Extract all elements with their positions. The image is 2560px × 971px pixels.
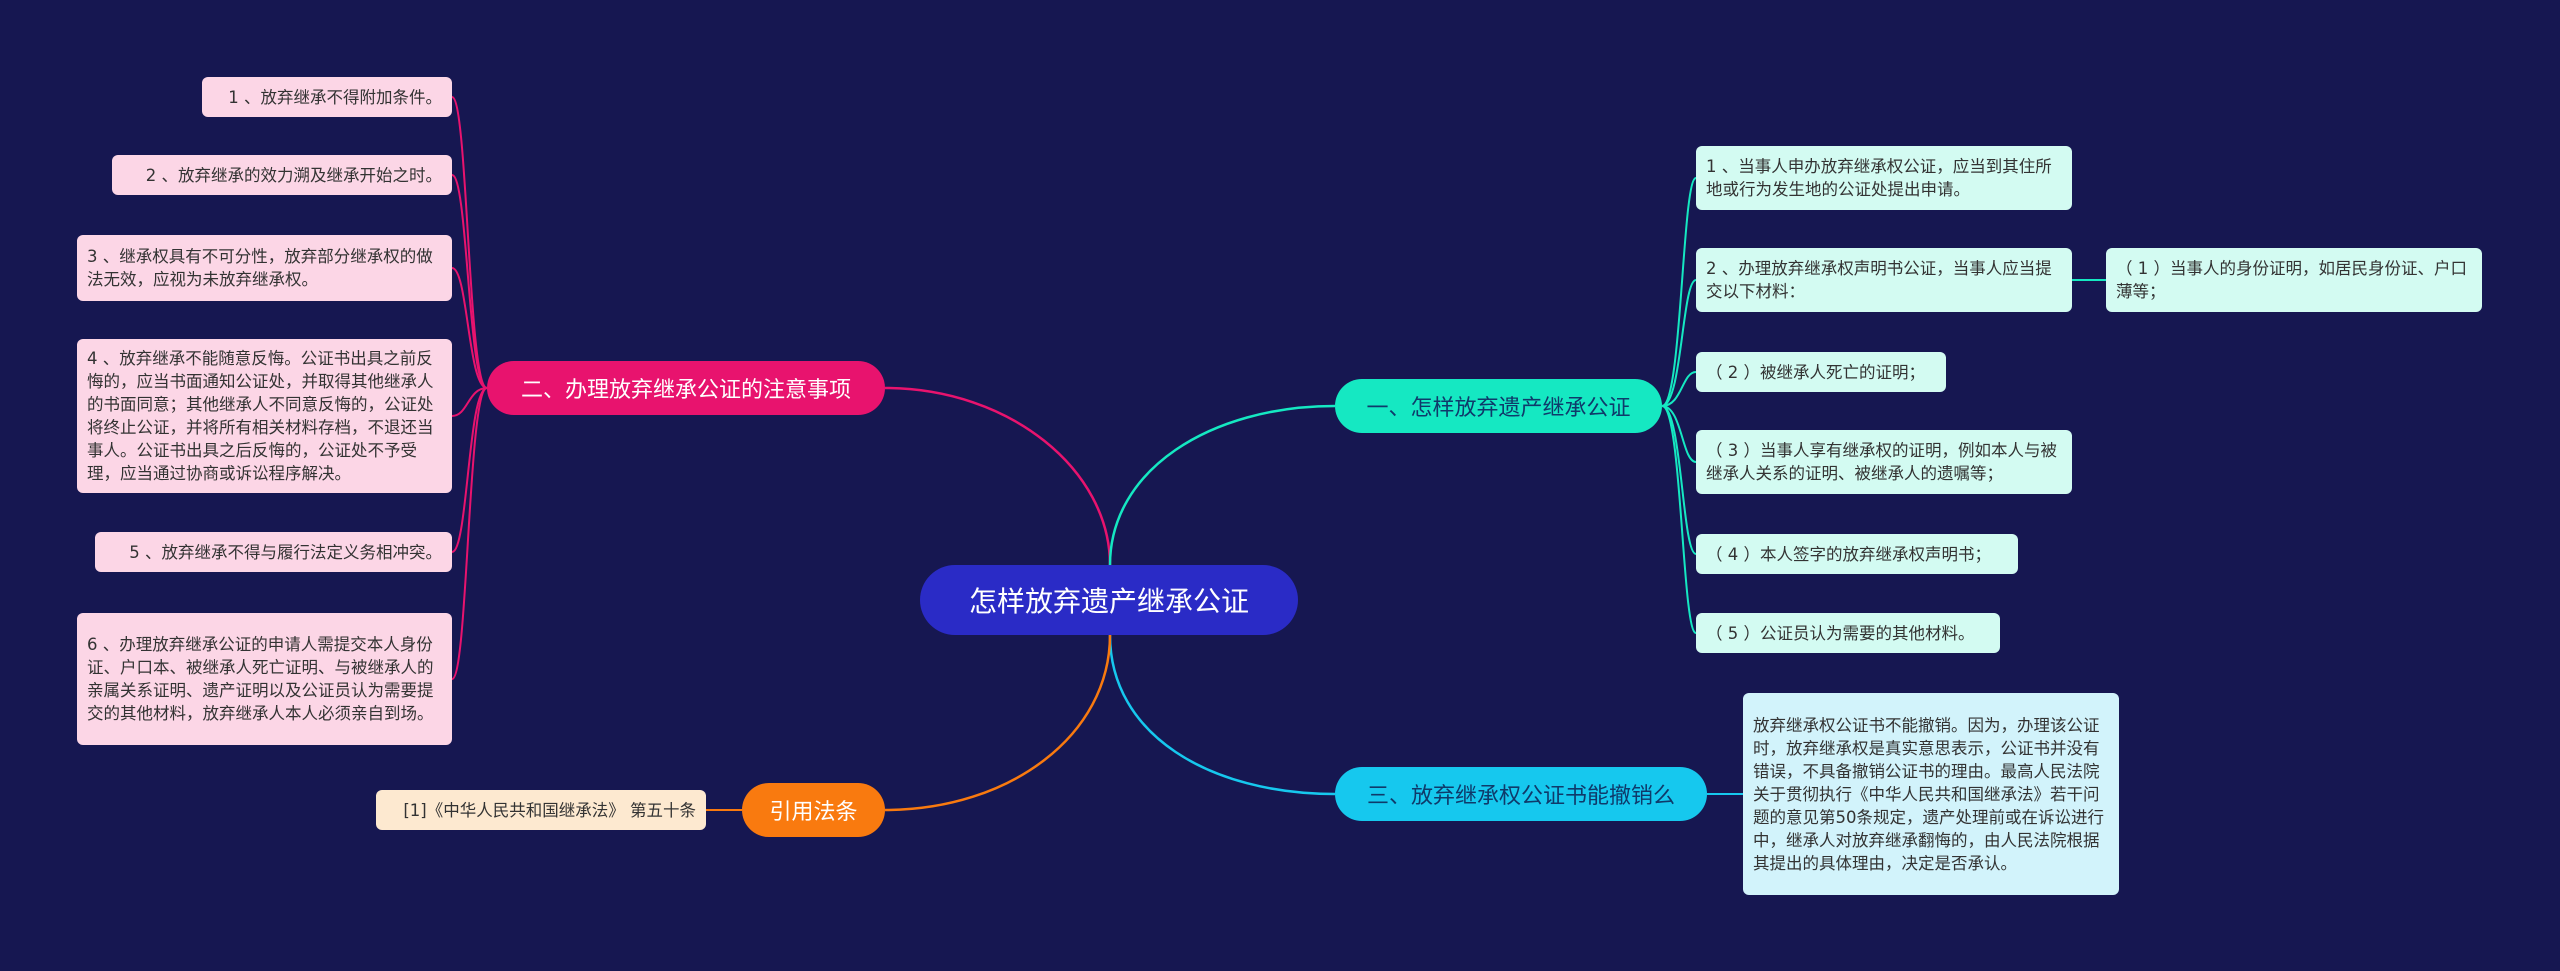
branch-how[interactable]: 一、怎样放弃遗产继承公证 bbox=[1335, 379, 1662, 433]
how-item-4[interactable]: （ 3 ）当事人享有继承权的证明，例如本人与被继承人关系的证明、被继承人的遗嘱等… bbox=[1696, 430, 2072, 494]
notes-item-6[interactable]: 6 、办理放弃继承公证的申请人需提交本人身份证、户口本、被继承人死亡证明、与被继… bbox=[77, 613, 452, 745]
link-root-notes bbox=[884, 386, 1112, 566]
how-item-6[interactable]: （ 5 ）公证员认为需要的其他材料。 bbox=[1696, 613, 2000, 653]
how-item-3[interactable]: （ 2 ）被继承人死亡的证明； bbox=[1696, 352, 1946, 392]
branch-law[interactable]: 引用法条 bbox=[742, 783, 885, 837]
how-item-5[interactable]: （ 4 ）本人签字的放弃继承权声明书； bbox=[1696, 534, 2018, 574]
root-topic[interactable]: 怎样放弃遗产继承公证 bbox=[920, 565, 1298, 635]
notes-item-1[interactable]: 1 、放弃继承不得附加条件。 bbox=[202, 77, 452, 117]
how-item-1[interactable]: 1 、当事人申办放弃继承权公证，应当到其住所地或行为发生地的公证处提出申请。 bbox=[1696, 146, 2072, 210]
link-root-law bbox=[884, 634, 1112, 812]
branch-revoke[interactable]: 三、放弃继承权公证书能撤销么 bbox=[1335, 767, 1707, 821]
revoke-text[interactable]: 放弃继承权公证书不能撤销。因为，办理该公证时，放弃继承权是真实意思表示，公证书并… bbox=[1743, 693, 2119, 895]
how-item-2-sub-1[interactable]: （ 1 ）当事人的身份证明，如居民身份证、户口薄等； bbox=[2106, 248, 2482, 312]
notes-item-5[interactable]: 5 、放弃继承不得与履行法定义务相冲突。 bbox=[95, 532, 452, 572]
branch-notes[interactable]: 二、办理放弃继承公证的注意事项 bbox=[487, 361, 885, 415]
how-item-2[interactable]: 2 、办理放弃继承权声明书公证，当事人应当提交以下材料： bbox=[1696, 248, 2072, 312]
link-root-how bbox=[1108, 404, 1336, 566]
notes-item-4[interactable]: 4 、放弃继承不能随意反悔。公证书出具之前反悔的，应当书面通知公证处，并取得其他… bbox=[77, 339, 452, 493]
notes-item-2[interactable]: 2 、放弃继承的效力溯及继承开始之时。 bbox=[112, 155, 452, 195]
law-item[interactable]: [1]《中华人民共和国继承法》 第五十条 bbox=[376, 790, 706, 830]
notes-item-3[interactable]: 3 、继承权具有不可分性，放弃部分继承权的做法无效，应视为未放弃继承权。 bbox=[77, 235, 452, 301]
link-root-revoke bbox=[1108, 634, 1336, 796]
